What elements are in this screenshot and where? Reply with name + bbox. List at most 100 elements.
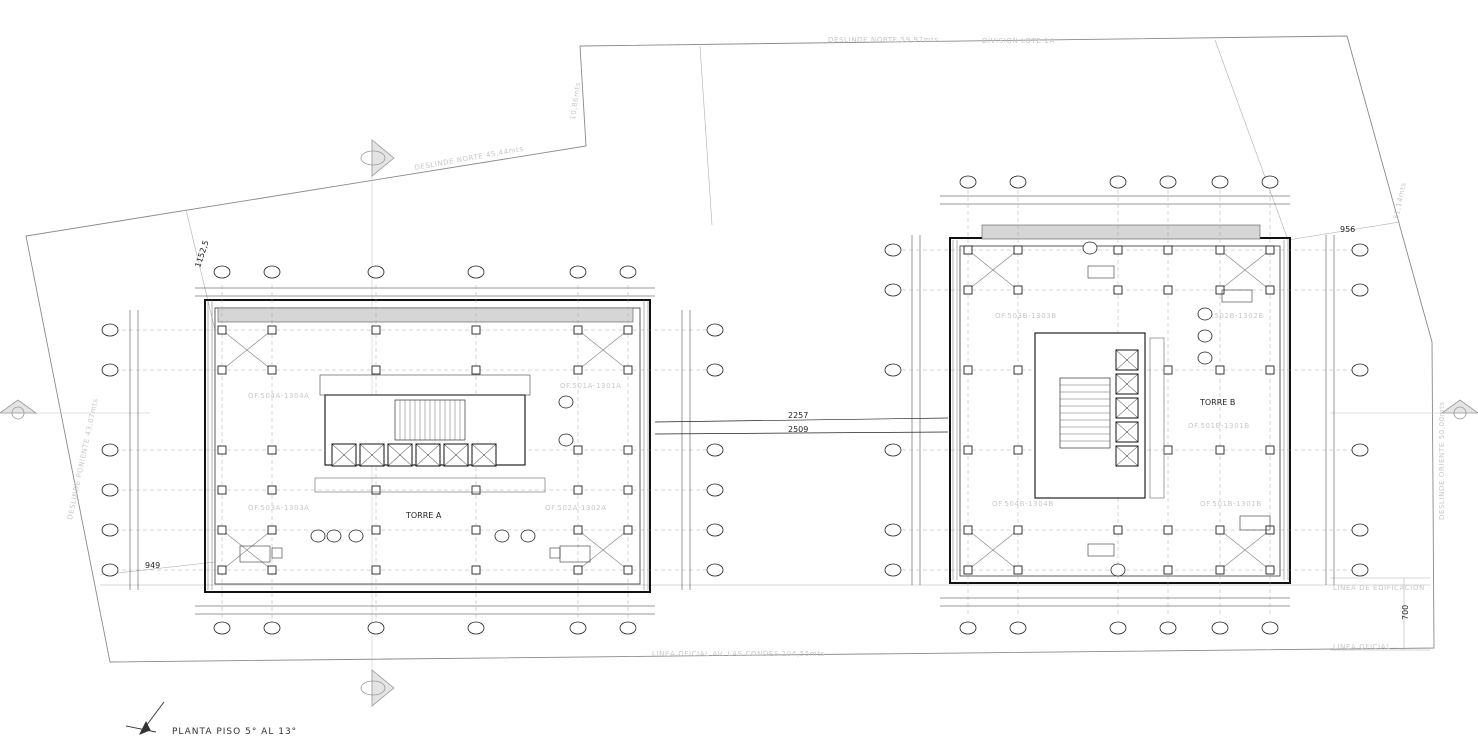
elevator-cross	[471, 443, 497, 467]
grid-bubble	[619, 265, 637, 279]
grid-bubble	[569, 621, 587, 635]
grid-bubble	[884, 523, 902, 537]
tower-a-name: TORRE A	[405, 511, 442, 520]
grid-bubble	[1351, 363, 1369, 377]
grid-bubble	[1351, 283, 1369, 297]
column	[217, 325, 227, 335]
grid-bubble	[1197, 329, 1213, 343]
column	[1013, 445, 1023, 455]
office-b-1: OF.503B-1303B	[995, 312, 1057, 320]
office-b-2: OF.502B-1302B	[1202, 312, 1264, 320]
tower-b-plan: OF.503B-1303B OF.502B-1302B OF.501B-1301…	[884, 175, 1369, 635]
column	[267, 565, 277, 575]
column	[963, 445, 973, 455]
column	[471, 525, 481, 535]
column	[1163, 525, 1173, 535]
grid-bubble	[1351, 243, 1369, 257]
column	[1163, 365, 1173, 375]
grid-bubble	[101, 483, 119, 497]
grid-bubble	[706, 483, 724, 497]
column	[1215, 365, 1225, 375]
column	[267, 365, 277, 375]
column	[1013, 565, 1023, 575]
column	[573, 365, 583, 375]
grid-bubble	[959, 175, 977, 189]
column	[963, 285, 973, 295]
column	[1013, 365, 1023, 375]
column	[1013, 285, 1023, 295]
column	[217, 445, 227, 455]
official-line-label: LINEA OFICIAL	[1333, 643, 1391, 651]
grid-bubble	[101, 443, 119, 457]
column	[1265, 565, 1275, 575]
column	[1163, 445, 1173, 455]
grid-bubble	[101, 323, 119, 337]
office-a-1: OF.504A-1304A	[248, 392, 310, 400]
grid-bubble	[1110, 563, 1126, 577]
division-label: DIVISION LOTE 1A	[982, 37, 1055, 45]
office-b-5: OF.501B-1301B	[1200, 500, 1262, 508]
grid-bubble	[884, 243, 902, 257]
grid-bubble	[706, 443, 724, 457]
grid-bubble	[569, 265, 587, 279]
grid-bubble	[1351, 443, 1369, 457]
grid-bubble	[367, 265, 385, 279]
grid-bubble	[619, 621, 637, 635]
column	[371, 365, 381, 375]
column	[1113, 245, 1123, 255]
grid-bubble	[1197, 307, 1213, 321]
column	[1215, 525, 1225, 535]
grid-bubble	[884, 283, 902, 297]
column	[217, 565, 227, 575]
elevator-cross	[1115, 421, 1139, 443]
grid-bubble	[494, 529, 510, 543]
column	[267, 445, 277, 455]
column	[623, 565, 633, 575]
grid-bubble	[101, 523, 119, 537]
grid-bubble	[467, 621, 485, 635]
west-boundary-label: DESLINDE PONIENTE 43,07mts	[66, 397, 100, 520]
column	[371, 325, 381, 335]
site-boundary	[25, 35, 1435, 663]
column	[1265, 365, 1275, 375]
column	[623, 445, 633, 455]
column	[1265, 285, 1275, 295]
elevator-cross	[1115, 397, 1139, 419]
grid-bubble	[1109, 621, 1127, 635]
grid-bubble	[263, 265, 281, 279]
column	[1163, 245, 1173, 255]
setback-west-b-label: 949	[145, 561, 160, 570]
west-short-label: 10,86mts	[569, 81, 582, 120]
column	[267, 525, 277, 535]
office-b-3: OF.501B-1301B	[1188, 422, 1250, 430]
grid-bubble	[884, 563, 902, 577]
grid-bubble	[1009, 621, 1027, 635]
setback-east-label: 956	[1340, 225, 1355, 234]
column	[217, 525, 227, 535]
grid-bubble	[1082, 241, 1098, 255]
grid-bubble	[101, 363, 119, 377]
grid-bubble	[1261, 621, 1279, 635]
grid-bubble	[367, 621, 385, 635]
north-arrow-icon	[125, 701, 165, 735]
office-a-4: OF.502A-1302A	[545, 504, 607, 512]
column	[623, 485, 633, 495]
column	[1215, 245, 1225, 255]
edification-line-label: LINEA DE EDIFICACION	[1333, 584, 1425, 592]
column	[371, 565, 381, 575]
drawing-title: PLANTA PISO 5° AL 13°	[172, 727, 297, 736]
column	[573, 485, 583, 495]
elevator-cross	[443, 443, 469, 467]
column	[371, 525, 381, 535]
grid-bubble	[706, 523, 724, 537]
office-a-3: OF.503A-1303A	[248, 504, 310, 512]
tower-b-name: TORRE B	[1199, 398, 1235, 407]
grid-bubble	[467, 265, 485, 279]
column	[963, 525, 973, 535]
grid-bubble	[884, 363, 902, 377]
south-boundary-label: LINEA OFICIAL AV. LAS CONDES 104,55mts	[652, 650, 825, 658]
east-boundary-label: DESLINDE ORIENTE 50,00mts	[1438, 401, 1446, 520]
grid-bubble	[558, 433, 574, 447]
grid-bubble	[1009, 175, 1027, 189]
